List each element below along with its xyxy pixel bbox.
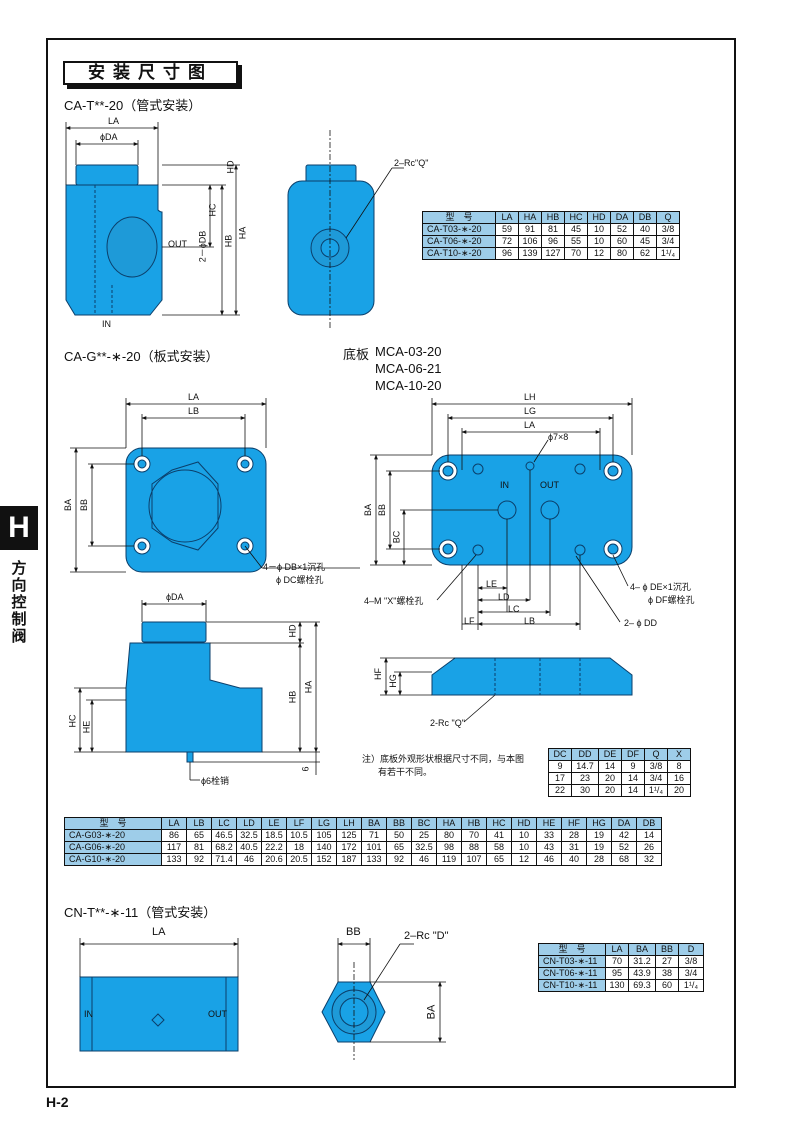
pin-label: ϕ6栓销 — [201, 776, 230, 786]
dim-la: LA — [188, 392, 200, 402]
port-out: OUT — [168, 239, 187, 249]
dim-he: HE — [81, 720, 92, 734]
note-line-1: 注）底板外观形状根据尺寸不同，与本图 — [362, 754, 525, 764]
dim-da: ϕDA — [166, 592, 184, 602]
ca-g-top-view — [125, 447, 267, 573]
dim-lf: LF — [464, 616, 475, 626]
side-tab-text: 方向控制阀 — [11, 560, 27, 645]
table-header-row: 型 号 LA BA BB D — [538, 943, 704, 956]
dd-label: 2– ϕ DD — [624, 618, 658, 628]
dim-ba: BA — [425, 1004, 438, 1020]
dim-hb: HB — [223, 234, 234, 248]
dim-bb: BB — [346, 926, 361, 938]
dim-lb: LB — [188, 406, 200, 416]
baseplate-model-3: MCA-10-20 — [375, 378, 442, 393]
page-number: H-2 — [46, 1094, 69, 1110]
baseplate-label: 底板 — [343, 347, 370, 362]
dim-six: 6 — [300, 766, 311, 772]
dim-hc: HC — [67, 714, 78, 728]
dim-hd: HD — [287, 624, 298, 638]
dim-la2: LA — [524, 420, 536, 430]
ca-g-table: 型 号 LA LB LC LD LE LF LG LH BA BB BC HA … — [64, 817, 662, 866]
table-header-row: 型 号 LA LB LC LD LE LF LG LH BA BB BC HA … — [64, 817, 662, 830]
dim-hg: HG — [387, 674, 398, 688]
ca-g-title: CA-G**-∗-20（板式安装） — [64, 349, 219, 364]
table-header-row: 型 号 LA HA HB HC HD DA DB Q — [422, 211, 680, 224]
dc-bolt-label: ϕ DC螺栓孔 — [276, 575, 324, 585]
dim-ba: BA — [63, 498, 74, 512]
page-frame — [46, 38, 736, 1088]
cn-t-title: CN-T**-∗-11（管式安装） — [64, 905, 217, 920]
dim-lc: LC — [508, 604, 520, 614]
port-out: OUT — [208, 1009, 227, 1019]
dim-bb2: BB — [377, 503, 388, 517]
note-line-2: 有若干不同。 — [378, 767, 433, 777]
m-bolt-label: 4–M "X"螺栓孔 — [364, 596, 424, 606]
dim-la: LA — [108, 116, 120, 126]
side-tab-letter: H — [0, 506, 38, 550]
ca-t-front-view — [287, 164, 375, 316]
baseplate-model-2: MCA-06-21 — [375, 361, 442, 376]
dim-le: LE — [486, 579, 498, 589]
db-hole-label: 4－ϕ DB×1沉孔 — [263, 562, 326, 572]
dim-hd: HD — [225, 160, 236, 174]
cn-t-end-view — [321, 981, 386, 1043]
rc-q-label: 2-Rc "Q" — [430, 718, 465, 728]
baseplate-model-1: MCA-03-20 — [375, 344, 442, 359]
table-header-row: DC DD DE DF Q X — [548, 748, 691, 761]
port-in: IN — [84, 1009, 93, 1019]
ca-g-side-view — [125, 621, 263, 763]
section-title: 安装尺寸图 — [88, 63, 213, 82]
dim-lb2: LB — [524, 616, 536, 626]
dim-bb: BB — [79, 498, 90, 512]
rc-port-label: 2–Rc"Q" — [394, 158, 429, 168]
baseplate-side-view — [431, 657, 633, 696]
de-hole-label: 4– ϕ DE×1沉孔 — [630, 582, 691, 592]
ca-t-side-view — [65, 164, 163, 316]
dim-la: LA — [152, 926, 166, 938]
dim-db: 2－ϕDB — [197, 230, 208, 263]
df-bolt-label: ϕ DF螺栓孔 — [648, 595, 695, 605]
dim-hc: HC — [207, 203, 218, 217]
dim-da: ϕDA — [100, 132, 118, 142]
dim-ha: HA — [237, 226, 248, 240]
rc-d-label: 2–Rc "D" — [404, 930, 449, 942]
ca-t-title: CA-T**-20（管式安装） — [64, 98, 202, 113]
section-title-box: 安装尺寸图 — [63, 61, 238, 85]
dim-bc: BC — [391, 530, 402, 544]
dim-lg: LG — [524, 406, 537, 416]
dim-hf: HF — [373, 668, 383, 680]
phi7x8-label: ϕ7×8 — [548, 432, 569, 442]
dim-ha: HA — [303, 680, 314, 694]
port-in: IN — [500, 480, 509, 490]
dim-ba2: BA — [363, 503, 374, 517]
dim-lh: LH — [524, 392, 536, 402]
cn-t-side-view — [79, 976, 239, 1052]
dim-ld: LD — [498, 592, 510, 602]
port-in: IN — [102, 319, 111, 329]
dim-hb: HB — [287, 690, 298, 704]
port-out: OUT — [540, 480, 559, 490]
